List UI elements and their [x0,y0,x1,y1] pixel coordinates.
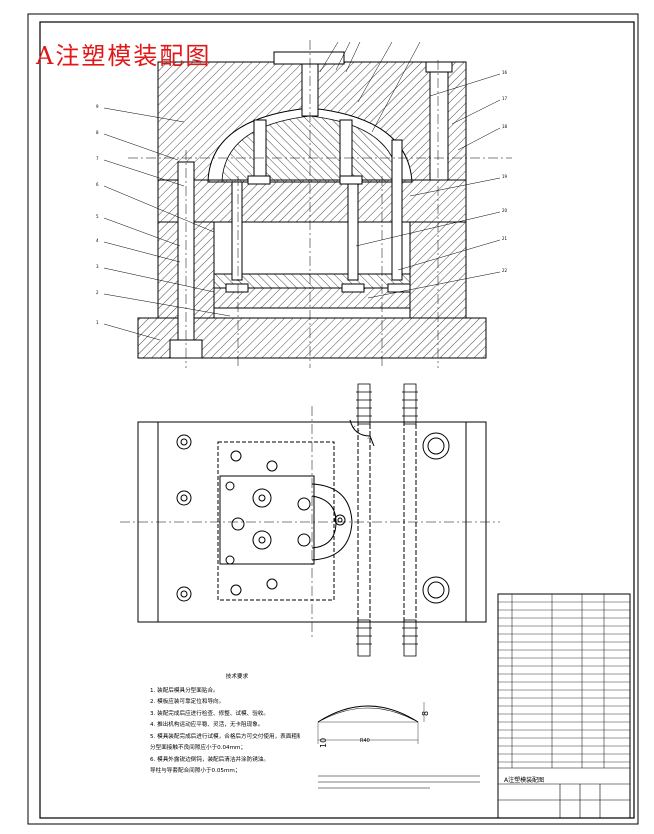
title-block-bottom [498,767,630,818]
svg-text:19: 19 [502,174,508,179]
requirement-item: 3. 装配完成后应进行检查、修整、试模、验收。 [150,710,269,717]
dim-span: R40 [360,738,370,744]
svg-text:8: 8 [96,130,99,135]
drawing-title: A注塑模装配图 [36,42,212,70]
svg-text:16: 16 [502,70,508,75]
svg-text:20: 20 [502,208,508,213]
requirement-item: 1. 装配后模具分型面贴合。 [150,687,219,694]
requirement-item: 6. 模具外露锐边倒钝，装配后清洁并涂防锈油。 [150,756,269,763]
svg-text:6: 6 [96,182,99,187]
svg-text:7: 7 [96,156,99,161]
tolerance-notes [318,775,480,789]
svg-text:2: 2 [96,290,99,295]
svg-text:3: 3 [96,264,99,269]
technical-requirements: 技术要求 1. 装配后模具分型面贴合。 2. 模板应装可靠定位和导向。 3. 装… [150,672,300,778]
svg-text:4: 4 [96,238,99,243]
outer-frame [27,13,639,825]
title-block-rows [498,601,630,763]
requirement-item: 5. 模具装配完成后进行试模，合格后方可交付使用，表面粗糙度Ra0.8μm。 [150,733,300,740]
requirement-item: 导柱与导套配合间隙小于0.05mm； [150,768,241,774]
inner-frame [39,21,635,819]
dim-width: 10 [319,738,328,748]
part-detail [317,702,425,744]
svg-text:9: 9 [96,104,99,109]
svg-text:21: 21 [502,236,508,241]
dim-height: 8 [421,711,430,716]
requirements-heading: 技术要求 [225,674,249,680]
svg-text:5: 5 [96,214,99,219]
svg-text:17: 17 [502,96,508,101]
svg-text:22: 22 [502,268,508,273]
requirement-item: 2. 模板应装可靠定位和导向。 [150,699,225,705]
svg-text:1: 1 [96,320,99,325]
title-block-name: A注塑模装配图 [504,777,545,784]
requirement-item: 分型面接触不良间隙应小于0.04mm； [150,745,247,751]
svg-text:18: 18 [502,124,508,129]
requirement-item: 4. 推出机构运动应平稳、灵活，无卡阻现象。 [150,722,264,728]
plan-view [120,383,500,657]
